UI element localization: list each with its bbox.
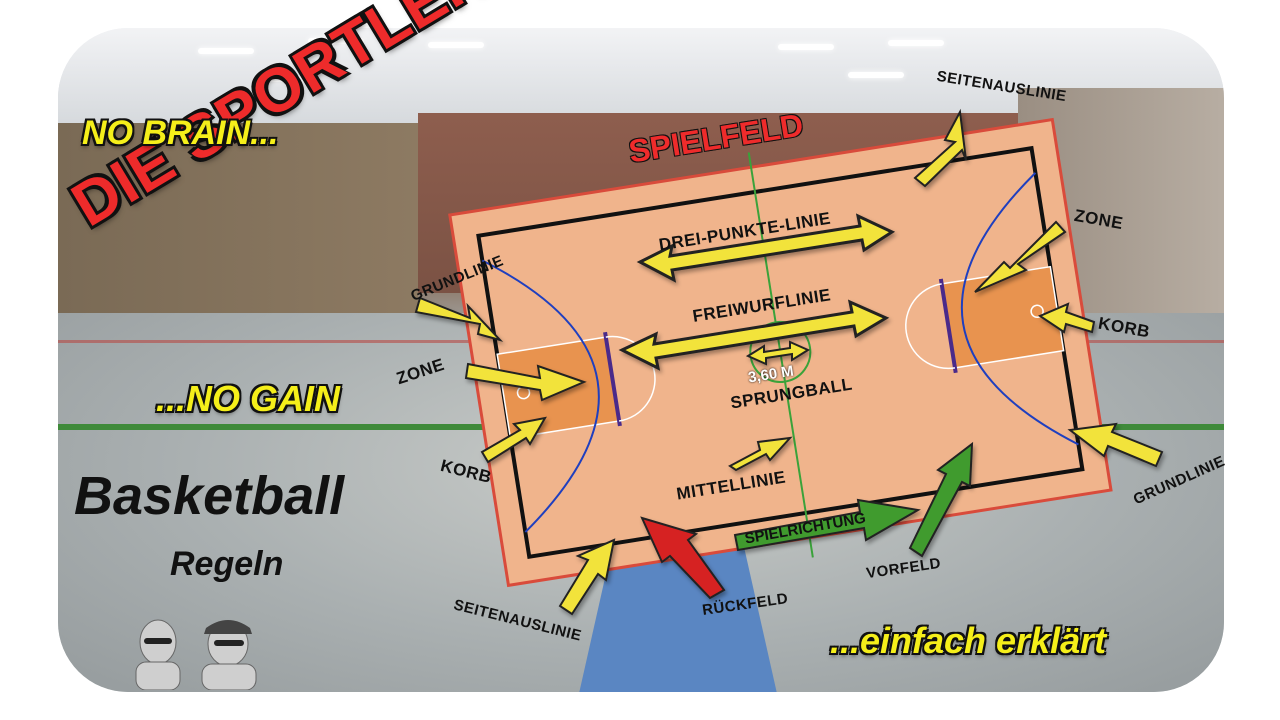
- arrow-seitenauslinie-top: [913, 108, 967, 188]
- gym-wall-left: [58, 123, 418, 323]
- arrow-three-point-line: [636, 213, 896, 283]
- ceiling-lamp: [198, 48, 254, 54]
- three-point-line-right: [960, 172, 1079, 446]
- arrow-spielrichtung: [733, 498, 921, 552]
- slogan-top: NO BRAIN...: [82, 114, 279, 152]
- topic-heading: Basketball: [74, 466, 345, 526]
- ceiling-lamp: [888, 40, 944, 46]
- arrow-mittellinie: [728, 436, 793, 472]
- topic-subtitle: Regeln: [170, 545, 284, 583]
- free-throw-line-left: [603, 331, 622, 427]
- ceiling-lamp: [778, 44, 834, 50]
- three-point-line-left: [481, 259, 600, 533]
- arrow-zone-left: [464, 362, 587, 402]
- arrow-korb-left: [480, 416, 547, 464]
- arrow-rueckfeld: [640, 516, 726, 600]
- arrow-zone-right: [974, 220, 1067, 293]
- ceiling-lamp: [308, 38, 364, 44]
- ceiling-lamp: [258, 76, 314, 82]
- ceiling-lamp: [848, 72, 904, 78]
- arrow-grundlinie-right: [1067, 422, 1164, 468]
- arrow-grundlinie-left: [414, 296, 504, 342]
- presenter-portraits: [135, 619, 257, 690]
- slogan-bottom: ...NO GAIN: [156, 378, 341, 419]
- free-throw-line-right: [938, 278, 958, 374]
- arrow-korb-right: [1037, 302, 1096, 334]
- ceiling-lamp: [428, 42, 484, 48]
- arrow-seitenauslinie-bottom: [558, 538, 616, 616]
- arrow-circle-diameter: [745, 340, 811, 366]
- arrow-free-throw-line: [618, 299, 890, 371]
- tagline: ...einfach erklärt: [830, 620, 1107, 661]
- arrow-vorfeld: [908, 441, 974, 558]
- hoop-right: [1030, 304, 1044, 319]
